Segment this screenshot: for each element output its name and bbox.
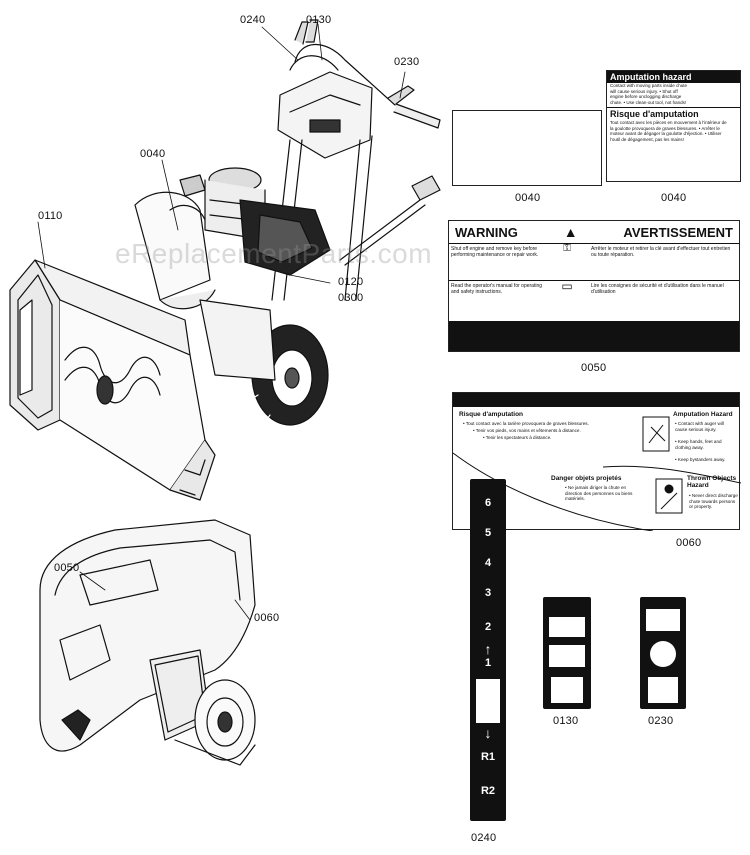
leader-0230 bbox=[399, 71, 406, 99]
housing-rear-view bbox=[39, 519, 256, 766]
right-handle bbox=[387, 85, 415, 105]
watermark: eReplacementParts.com bbox=[115, 238, 433, 269]
decal-0050-row2: Read the operator's manual for operating… bbox=[449, 279, 739, 321]
left-handle bbox=[294, 21, 309, 45]
decal-0040b-title-en: Amputation hazard bbox=[607, 71, 740, 83]
decal-0060-fr-body3: • Tenir les spectateurs à distance. bbox=[483, 435, 552, 440]
drive-lever-icon bbox=[646, 609, 680, 631]
decal-0060-fr-body2: • Tenir vos pieds, vos mains et vêtement… bbox=[473, 428, 581, 433]
callout-0040-decal-a: 0040 bbox=[515, 192, 541, 204]
callout-0230-decal: 0230 bbox=[648, 715, 674, 727]
callout-0120: 0120 bbox=[338, 276, 364, 288]
handle-bar bbox=[294, 43, 396, 106]
decal-0050-footer bbox=[449, 321, 739, 351]
lever-down-icon bbox=[551, 677, 583, 703]
leader-0050-lower bbox=[79, 571, 106, 591]
decal-0050-row1: Shut off engine and remove key before pe… bbox=[449, 244, 739, 281]
callout-0050-decal: 0050 bbox=[581, 362, 607, 374]
decal-0050-header: WARNING ▲ AVERTISSEMENT bbox=[449, 221, 739, 244]
engine bbox=[179, 167, 331, 276]
decal-0050-fr1: Arrêter le moteur et retirer la clé avan… bbox=[591, 246, 731, 258]
leader-0130 bbox=[317, 23, 323, 61]
speed-r1: R1 bbox=[480, 751, 496, 763]
callout-0050-lower: 0050 bbox=[54, 562, 80, 574]
decal-0240: 6 5 4 3 2 ↑ 1 ↓ R1 R2 bbox=[470, 479, 506, 821]
speed-r2: R2 bbox=[480, 785, 496, 797]
decal-0130 bbox=[543, 597, 591, 709]
callout-0240: 0240 bbox=[240, 14, 266, 26]
callout-0040-decal-b: 0040 bbox=[661, 192, 687, 204]
decal-0060-header-bar bbox=[453, 393, 739, 407]
key-icon: ⚿ bbox=[563, 243, 571, 254]
decal-0060-en-title: Amputation Hazard bbox=[673, 411, 733, 418]
thrown-objects-icon bbox=[655, 478, 683, 514]
warning-label: WARNING bbox=[455, 224, 518, 240]
decal-0050-en1: Shut off engine and remove key before pe… bbox=[451, 246, 539, 258]
callout-0040: 0040 bbox=[140, 148, 166, 160]
discharge-chute bbox=[134, 191, 211, 301]
decal-0040b-body-fr: Tout contact avec les pièces en mouvemen… bbox=[610, 120, 727, 142]
decal-0060-fr-title: Risque d'amputation bbox=[459, 411, 524, 418]
leader-0120 bbox=[289, 274, 331, 284]
callout-0300: 0300 bbox=[338, 292, 364, 304]
leader-0060-lower bbox=[234, 599, 251, 621]
tractor-icon bbox=[476, 679, 500, 723]
decal-0060-fr-title2: Danger objets projetés bbox=[551, 475, 622, 482]
speed-4: 4 bbox=[484, 557, 492, 569]
decal-0040b-title-fr: Risque d'amputation bbox=[607, 107, 740, 120]
decal-0060-fr-body4: • Ne jamais diriger la chute en directio… bbox=[565, 485, 633, 502]
decal-0060-en-body3: • Keep bystanders away. bbox=[675, 457, 726, 462]
decal-0230 bbox=[640, 597, 686, 709]
decal-0050-en2: Read the operator's manual for operating… bbox=[451, 283, 543, 295]
decal-0060-art bbox=[453, 416, 741, 531]
decal-0060-en-body4: • Never direct discharge chute towards p… bbox=[689, 493, 738, 510]
decal-0040a bbox=[452, 110, 602, 186]
callout-0060-lower: 0060 bbox=[254, 612, 280, 624]
drive-wheel-icon bbox=[650, 641, 676, 667]
lever-down-icon-2 bbox=[648, 677, 678, 703]
decal-0060-en-body1: • Contact with auger will cause serious … bbox=[675, 421, 724, 432]
arrow-up-icon: ↑ bbox=[484, 641, 492, 657]
speed-5: 5 bbox=[484, 527, 492, 539]
speed-2: 2 bbox=[484, 621, 492, 633]
control-panel bbox=[277, 71, 373, 159]
warning-triangle-icon: ▲ bbox=[563, 224, 578, 240]
callout-0110: 0110 bbox=[38, 210, 63, 222]
leader-0040 bbox=[161, 159, 179, 231]
callout-0130-decal: 0130 bbox=[553, 715, 579, 727]
speed-6: 6 bbox=[484, 497, 492, 509]
speed-1: 1 bbox=[484, 657, 492, 669]
manual-icon: ▭ bbox=[561, 279, 573, 293]
arrow-down-icon: ↓ bbox=[484, 725, 492, 741]
chute-crank bbox=[339, 199, 426, 266]
callout-0230: 0230 bbox=[394, 56, 420, 68]
callout-0240-decal: 0240 bbox=[471, 832, 497, 844]
avertissement-label: AVERTISSEMENT bbox=[623, 224, 733, 240]
callout-0060-decal: 0060 bbox=[676, 537, 702, 549]
decal-0050-fr2: Lire les consignes de sécurité et d'util… bbox=[591, 283, 724, 295]
snow-throw-icon bbox=[549, 645, 585, 667]
decal-0050: WARNING ▲ AVERTISSEMENT Shut off engine … bbox=[448, 220, 740, 352]
decal-0040b-body-en: Contact with moving parts inside chute w… bbox=[610, 83, 688, 105]
decal-0060-fr-body1: • Tout contact avec la tarière provoquer… bbox=[463, 421, 589, 426]
auger-housing bbox=[9, 259, 216, 501]
decal-0060: Risque d'amputation • Tout contact avec … bbox=[452, 392, 741, 531]
decal-0060-en-body2: • Keep hands, feet and clothing away. bbox=[675, 439, 722, 450]
auger-hazard-icon bbox=[642, 416, 670, 452]
leader-0240 bbox=[261, 26, 299, 61]
callout-0130: 0130 bbox=[306, 14, 332, 26]
speed-3: 3 bbox=[484, 587, 492, 599]
decal-0040b: Amputation hazard Contact with moving pa… bbox=[606, 70, 741, 182]
leader-0110 bbox=[37, 221, 46, 269]
decal-0060-en-title2: Thrown Objects Hazard bbox=[687, 475, 737, 489]
auger-icon bbox=[549, 617, 585, 637]
